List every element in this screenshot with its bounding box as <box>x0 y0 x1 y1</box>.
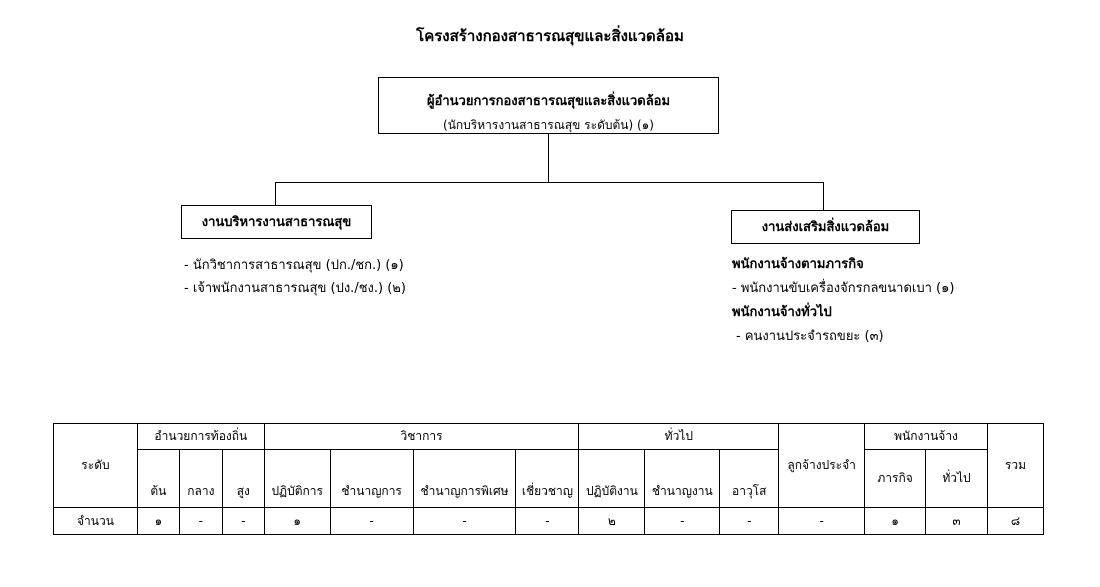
total-header: รวม <box>986 423 1045 508</box>
subheader: เชี่ยวชาญ <box>515 449 580 508</box>
connector-vertical-top <box>548 134 549 183</box>
right-unit-item: - พนักงานขับเครื่องจักรกลขนาดเบา (๑) <box>732 281 955 296</box>
subheader: ทั่วไป <box>925 449 988 508</box>
mission-employee-heading: พนักงานจ้างตามภารกิจ <box>732 257 864 272</box>
left-unit-item: - เจ้าพนักงานสาธารณสุข (ปง./ชง.) (๒) <box>184 281 406 296</box>
count-cell: - <box>778 507 866 535</box>
environment-promotion-box: งานส่งเสริมสิ่งแวดล้อม <box>731 210 920 244</box>
academic-header: วิชาการ <box>263 423 580 450</box>
subheader: ชำนาญการพิเศษ <box>412 449 517 508</box>
subheader: กลาง <box>178 449 223 508</box>
director-position: (นักบริหารงานสาธารณสุข ระดับต้น) (๑) <box>443 118 654 132</box>
public-health-admin-box: งานบริหารงานสาธารณสุข <box>181 205 372 239</box>
count-row-label: จำนวน <box>53 507 138 535</box>
connector-left-drop <box>275 182 276 205</box>
count-cell: ๘ <box>986 507 1045 535</box>
staff-count-table: ระดับ อำนวยการท้องถิ่น วิชาการ ทั่วไป ลู… <box>53 423 1045 535</box>
connector-right-drop <box>823 182 824 210</box>
count-cell: - <box>719 507 780 535</box>
count-cell: - <box>412 507 517 535</box>
count-cell: - <box>515 507 580 535</box>
left-unit-item: - นักวิชาการสาธารณสุข (ปก./ชก.) (๑) <box>184 258 404 273</box>
right-unit-item: - คนงานประจำรถขยะ (๓) <box>736 329 884 344</box>
subheader: ชำนาญงาน <box>644 449 721 508</box>
director-box: ผู้อำนวยการกองสาธารณสุขและสิ่งแวดล้อม (น… <box>378 77 719 134</box>
page-title: โครงสร้างกองสาธารณสุขและสิ่งแวดล้อม <box>416 27 684 45</box>
subheader: ภารกิจ <box>864 449 927 508</box>
connector-horizontal <box>275 182 824 183</box>
general-employee-heading: พนักงานจ้างทั่วไป <box>732 305 832 320</box>
count-cell: ๑ <box>263 507 331 535</box>
count-cell: - <box>221 507 265 535</box>
local-admin-header: อำนวยการท้องถิ่น <box>136 423 265 450</box>
subheader: ปฏิบัติงาน <box>578 449 646 508</box>
level-header: ระดับ <box>53 423 138 508</box>
subheader: สูง <box>221 449 265 508</box>
permanent-worker-header: ลูกจ้างประจำ <box>778 423 866 508</box>
subheader: ชำนาญการ <box>329 449 414 508</box>
count-cell: ๑ <box>864 507 927 535</box>
director-title: ผู้อำนวยการกองสาธารณสุขและสิ่งแวดล้อม <box>426 94 671 109</box>
count-cell: ๓ <box>925 507 988 535</box>
subheader: ปฏิบัติการ <box>263 449 331 508</box>
subheader: ต้น <box>136 449 180 508</box>
count-cell: ๑ <box>136 507 180 535</box>
count-cell: - <box>644 507 721 535</box>
count-cell: - <box>329 507 414 535</box>
subheader: อาวุโส <box>719 449 780 508</box>
count-cell: ๒ <box>578 507 646 535</box>
count-cell: - <box>178 507 223 535</box>
employee-header: พนักงานจ้าง <box>864 423 988 450</box>
general-header: ทั่วไป <box>578 423 780 450</box>
